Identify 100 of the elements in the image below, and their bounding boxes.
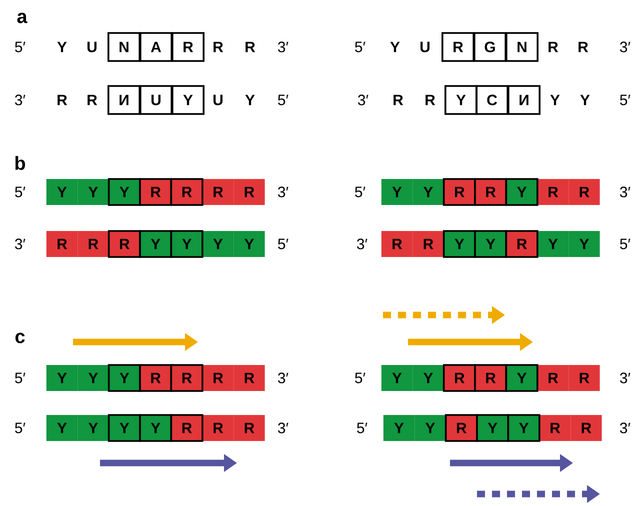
boxed-base: U bbox=[140, 85, 172, 115]
framed-base-cell: Y bbox=[507, 414, 540, 442]
base-cell: R bbox=[234, 415, 265, 441]
base-letter: Y bbox=[57, 42, 67, 52]
node-label: Y bbox=[423, 372, 433, 384]
strand-end-label: 5′ bbox=[278, 238, 288, 250]
panel-label: b bbox=[15, 156, 26, 170]
framed-base-cell: R bbox=[444, 414, 478, 442]
strand-end-label: 3′ bbox=[357, 238, 368, 250]
boxed-base: G bbox=[474, 32, 506, 62]
base-cell: R bbox=[202, 179, 234, 205]
framed-base-cell: R bbox=[108, 230, 141, 258]
strand-end-label: 3′ bbox=[278, 186, 288, 198]
base-letter: U bbox=[213, 94, 222, 106]
base-cell: Y bbox=[381, 179, 413, 205]
base-cell: R bbox=[234, 179, 265, 205]
node-label: R bbox=[424, 238, 434, 250]
framed-base-cell: R bbox=[442, 364, 476, 392]
node-label: Y bbox=[213, 238, 223, 250]
base-letter: R bbox=[548, 42, 558, 52]
base-letter: R bbox=[246, 42, 256, 52]
framed-base-cell: Y bbox=[108, 178, 141, 206]
framed-base-cell: R bbox=[139, 364, 172, 392]
strand-end-label: 5′ bbox=[15, 186, 26, 198]
framed-base-cell: R bbox=[170, 414, 204, 442]
node-label: Y bbox=[88, 372, 98, 384]
base-cell: Y bbox=[381, 365, 413, 391]
base-cell: Y bbox=[46, 415, 78, 441]
framed-base-cell: Y bbox=[139, 414, 172, 442]
base-cell: R bbox=[381, 231, 413, 257]
base-cell: R bbox=[568, 179, 600, 205]
strand-end-label: 5′ bbox=[355, 42, 366, 52]
framed-base-cell: Y bbox=[442, 230, 476, 258]
base-cell: R bbox=[537, 365, 569, 391]
base-letter: R bbox=[394, 94, 404, 106]
framed-base-cell: Y bbox=[505, 178, 538, 206]
strand-end-label: 5′ bbox=[278, 94, 288, 106]
framed-base-cell: Y bbox=[474, 230, 508, 258]
base-cell: Y bbox=[46, 179, 78, 205]
base-cell: R bbox=[568, 365, 600, 391]
boxed-base: N bbox=[108, 32, 140, 62]
node-label: R bbox=[580, 372, 590, 384]
strand-end-label: 5′ bbox=[620, 94, 630, 106]
base-cell: Y bbox=[46, 365, 78, 391]
strand-end-label: 5′ bbox=[15, 42, 26, 52]
boxed-base: И bbox=[108, 85, 140, 115]
base-letter: Y bbox=[550, 94, 560, 106]
boxed-base: Y bbox=[444, 85, 478, 115]
base-cell: R bbox=[570, 415, 602, 441]
framed-base-cell: Y bbox=[476, 414, 510, 442]
node-label: Y bbox=[244, 238, 254, 250]
base-cell: Y bbox=[414, 415, 446, 441]
strand-end-label: 3′ bbox=[620, 186, 630, 198]
base-cell: R bbox=[202, 415, 234, 441]
base-letter: R bbox=[88, 94, 98, 106]
boxed-base: C bbox=[476, 85, 508, 115]
base-cell: Y bbox=[383, 415, 415, 441]
node-label: R bbox=[58, 238, 68, 250]
framed-base-cell: Y bbox=[170, 230, 204, 258]
base-letter: R bbox=[214, 42, 224, 52]
base-letter: U bbox=[87, 42, 96, 52]
base-cell: R bbox=[234, 365, 265, 391]
node-label: R bbox=[392, 238, 402, 250]
node-label: R bbox=[244, 422, 254, 434]
boxed-base: Y bbox=[172, 85, 204, 115]
base-letter: U bbox=[420, 42, 430, 52]
boxed-base: И bbox=[508, 85, 540, 115]
node-label: R bbox=[582, 422, 592, 434]
node-label: Y bbox=[57, 422, 67, 434]
framed-base-cell: Y bbox=[108, 414, 141, 442]
base-cell: Y bbox=[537, 231, 569, 257]
base-letter: R bbox=[426, 94, 436, 106]
node-label: Y bbox=[548, 238, 558, 250]
base-letter: Y bbox=[245, 94, 255, 106]
base-cell: Y bbox=[78, 365, 109, 391]
node-label: R bbox=[88, 238, 98, 250]
framed-base-cell: R bbox=[170, 178, 204, 206]
panel-label: a bbox=[17, 12, 28, 24]
framed-base-cell: Y bbox=[108, 364, 141, 392]
framed-base-cell: R bbox=[505, 230, 538, 258]
base-cell: Y bbox=[412, 365, 444, 391]
node-label: R bbox=[548, 186, 558, 198]
base-letter: R bbox=[578, 42, 588, 52]
node-label: Y bbox=[392, 186, 402, 198]
node-label: R bbox=[214, 372, 224, 384]
strand-end-label: 3′ bbox=[15, 238, 26, 250]
node-label: Y bbox=[88, 186, 98, 198]
strand-end-label: 3′ bbox=[358, 94, 368, 106]
framed-base-cell: R bbox=[442, 178, 476, 206]
boxed-base: N bbox=[506, 32, 538, 62]
node-label: Y bbox=[394, 422, 404, 434]
base-cell: Y bbox=[78, 179, 109, 205]
base-letter: R bbox=[58, 94, 68, 106]
node-label: Y bbox=[425, 422, 435, 434]
strand-end-label: 3′ bbox=[15, 94, 26, 106]
node-label: R bbox=[214, 186, 224, 198]
strand-end-label: 3′ bbox=[278, 42, 288, 52]
framed-base-cell: Y bbox=[505, 364, 538, 392]
node-label: R bbox=[548, 372, 558, 384]
node-label: R bbox=[550, 422, 560, 434]
